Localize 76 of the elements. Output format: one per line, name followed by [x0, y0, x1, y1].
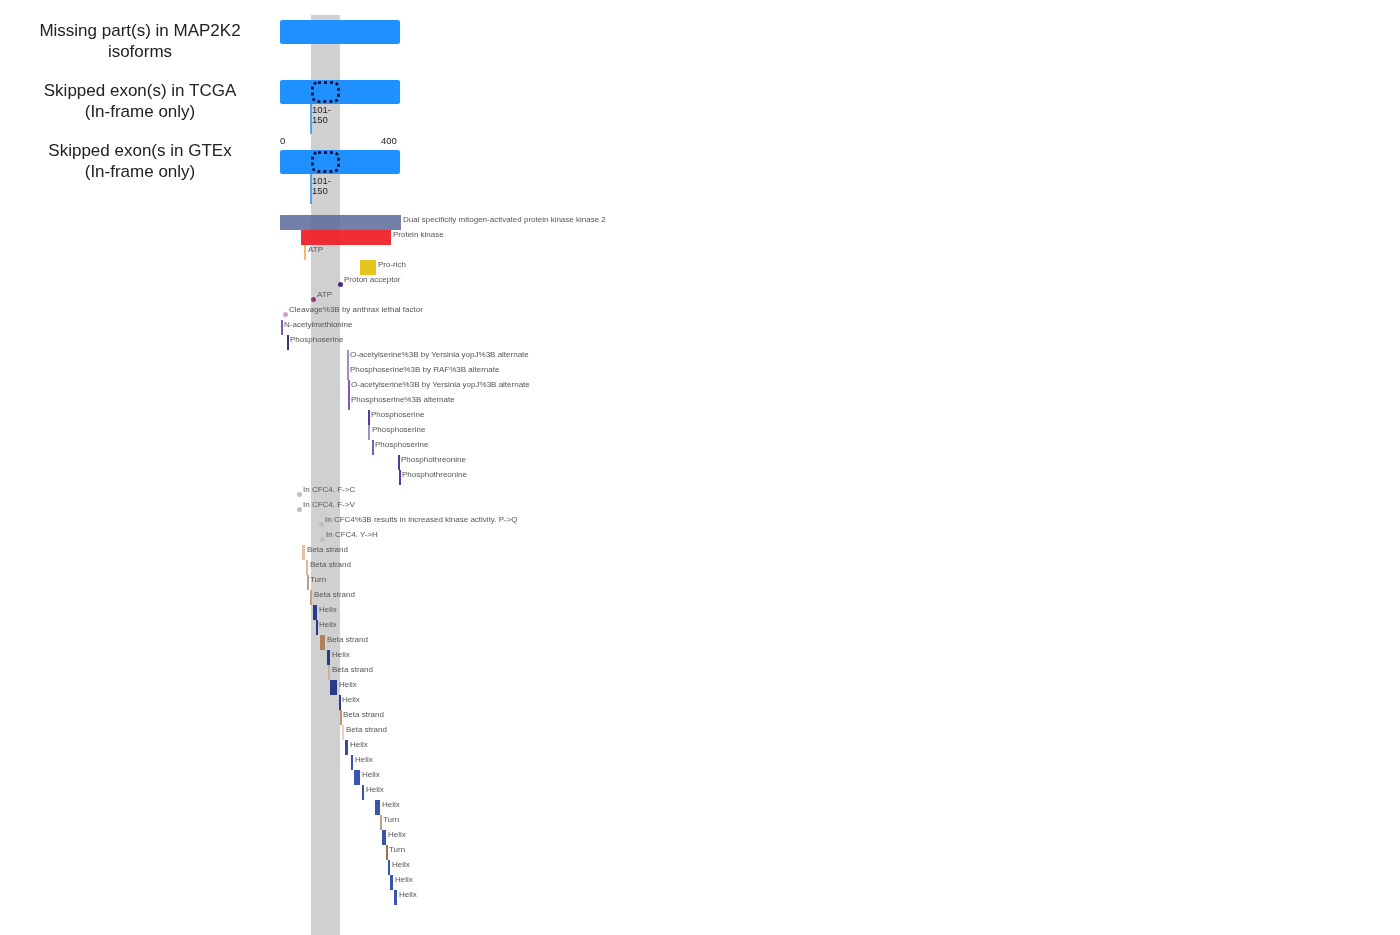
- skipped-exon-outline: [311, 151, 340, 173]
- feature-label: Helix: [339, 680, 357, 690]
- isoform-bar: [280, 80, 400, 104]
- feature-bar: [345, 739, 348, 755]
- feature-bar: [390, 874, 393, 890]
- row-title: Missing part(s) in MAP2K2 isoforms: [38, 20, 242, 62]
- row-title: Skipped exon(s in GTEx (In-frame only): [47, 140, 233, 182]
- feature-label: Dual specificity mitogen-activated protein kinase kinase 2: [403, 215, 606, 225]
- feature-label: Turn: [383, 815, 400, 825]
- feature-label: Helix: [342, 695, 360, 705]
- range-label: 101-150: [312, 176, 332, 196]
- feature-bar: [382, 829, 386, 845]
- site-dot: [310, 296, 316, 302]
- feature-label: Beta strand: [314, 590, 355, 600]
- feature-bar: [360, 259, 376, 275]
- feature-label: Turn: [389, 845, 406, 855]
- feature-label: Proton acceptor: [344, 275, 401, 285]
- feature-label: Beta strand: [310, 560, 351, 570]
- feature-label: Helix: [395, 875, 413, 885]
- feature-bar: [394, 889, 397, 905]
- feature-label: Helix: [355, 755, 373, 765]
- feature-bar: [330, 679, 337, 695]
- range-label: 101-150: [312, 105, 332, 125]
- feature-label: In CFC4. F->C: [303, 485, 356, 495]
- feature-bar: [313, 604, 317, 620]
- feature-label: Phosphoserine: [372, 425, 426, 435]
- feature-label: Phosphoserine: [371, 410, 425, 420]
- feature-label: Helix: [382, 800, 400, 810]
- feature-label: In CFC4. F->V: [303, 500, 355, 510]
- feature-bar: [327, 649, 330, 665]
- feature-bar: [375, 799, 380, 815]
- isoform-bar: [280, 150, 400, 174]
- feature-label: In CFC4. Y->H: [326, 530, 378, 540]
- axis-tick-label: 0: [280, 136, 286, 146]
- feature-label: Helix: [399, 890, 417, 900]
- feature-label: Helix: [392, 860, 410, 870]
- feature-label: Phosphothreonine: [401, 455, 466, 465]
- feature-label: Beta strand: [346, 725, 387, 735]
- site-dot: [282, 311, 288, 317]
- site-dot: [296, 491, 302, 497]
- feature-bar: [320, 634, 325, 650]
- axis-tick-label: 400: [381, 136, 397, 146]
- feature-label: O-acetylserine%3B by Yersinia yopJ%3B alternate: [350, 350, 529, 360]
- feature-label: N-acetylmethionine: [284, 320, 353, 330]
- feature-label: Phosphoserine: [290, 335, 344, 345]
- feature-label: In CFC4%3B results in increased kinase activity. P->Q: [325, 515, 518, 525]
- feature-label: Protein kinase: [393, 230, 444, 240]
- feature-label: O-acetylserine%3B by Yersinia yopJ%3B alternate: [351, 380, 530, 390]
- feature-label: Helix: [319, 620, 337, 630]
- feature-label: ATP: [308, 245, 323, 255]
- feature-label: Phosphoserine%3B alternate: [351, 395, 455, 405]
- feature-label: Helix: [366, 785, 384, 795]
- feature-label: Turn: [310, 575, 327, 585]
- feature-label: Beta strand: [332, 665, 373, 675]
- feature-label: Helix: [388, 830, 406, 840]
- feature-label: Helix: [319, 605, 337, 615]
- feature-label: ATP: [317, 290, 332, 300]
- feature-label: Helix: [350, 740, 368, 750]
- feature-label: Phosphoserine: [375, 440, 429, 450]
- isoform-bar: [280, 20, 400, 44]
- feature-bar: [354, 769, 360, 785]
- skipped-exon-outline: [311, 81, 340, 103]
- site-dot: [337, 281, 343, 287]
- feature-label: Phosphoserine%3B by RAF%3B alternate: [350, 365, 500, 375]
- feature-bar: [302, 544, 305, 560]
- feature-label: Pro-rich: [378, 260, 406, 270]
- site-dot: [296, 506, 302, 512]
- feature-label: Phosphothreonine: [402, 470, 467, 480]
- feature-label: Beta strand: [327, 635, 368, 645]
- feature-label: Beta strand: [307, 545, 348, 555]
- feature-label: Cleavage%3B by anthrax lethal factor: [289, 305, 423, 315]
- feature-bar: [280, 214, 401, 230]
- row-title: Skipped exon(s) in TCGA (In-frame only): [42, 80, 238, 122]
- feature-label: Helix: [362, 770, 380, 780]
- feature-label: Helix: [332, 650, 350, 660]
- feature-label: Beta strand: [343, 710, 384, 720]
